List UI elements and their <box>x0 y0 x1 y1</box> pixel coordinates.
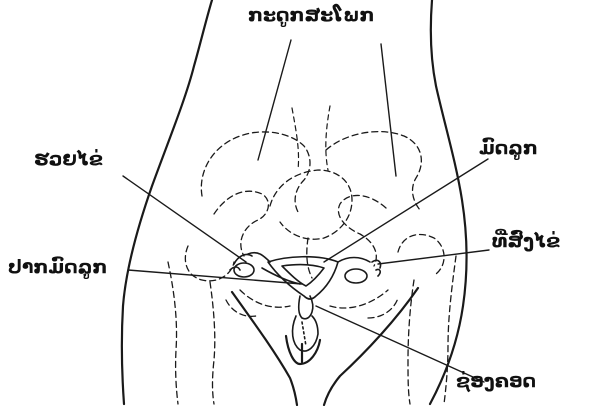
leader-ovary <box>378 250 489 264</box>
cervix-shape <box>299 296 313 319</box>
left-fallopian-tube <box>248 253 270 262</box>
left-obturator <box>226 300 256 316</box>
right-fimbriae <box>372 260 381 276</box>
coccyx <box>307 238 312 278</box>
left-fimbriae <box>230 254 252 270</box>
left-iliac-crest <box>201 132 310 212</box>
vagina-inner <box>302 322 306 346</box>
leader-pelvis-right <box>381 44 396 176</box>
right-acetabulum <box>398 234 444 274</box>
right-iliac-crest <box>326 132 421 210</box>
pubic-arch-right <box>330 290 388 308</box>
left-femur-inner <box>210 282 215 404</box>
spine-right <box>326 106 330 170</box>
leader-lines <box>123 40 489 382</box>
right-fallopian-tube <box>338 258 370 263</box>
spine-lines <box>292 106 330 170</box>
leader-pelvis-left <box>258 40 291 160</box>
left-femur-outer <box>168 262 178 404</box>
label-fallopian-tube: ຮວຍໄຂ່ <box>34 150 103 169</box>
label-pelvic-bone: ກະດູກສະໂພກ <box>248 6 375 25</box>
label-ovary: ທີ່ສົ່ງໄຂ່ <box>492 232 560 251</box>
inner-thigh-left <box>232 292 297 405</box>
reproductive-organs <box>230 253 381 351</box>
right-ovary <box>345 269 367 283</box>
pubic-arch-left <box>240 290 290 307</box>
right-ilium-inner <box>338 195 386 266</box>
vagina-canal <box>293 316 318 351</box>
right-body-contour <box>430 0 467 404</box>
left-body-contour <box>122 0 212 404</box>
pelvic-bones <box>168 132 456 404</box>
label-cervix: ປາກມົດລູກ <box>8 258 107 277</box>
left-ovary <box>234 263 254 277</box>
label-vagina: ຊ່ອງຄອດ <box>456 372 536 391</box>
uterus-body <box>268 257 338 299</box>
label-uterus: ມົດລູກ <box>479 139 538 158</box>
right-femur-outer <box>444 256 456 404</box>
left-ilium-inner <box>214 191 268 256</box>
